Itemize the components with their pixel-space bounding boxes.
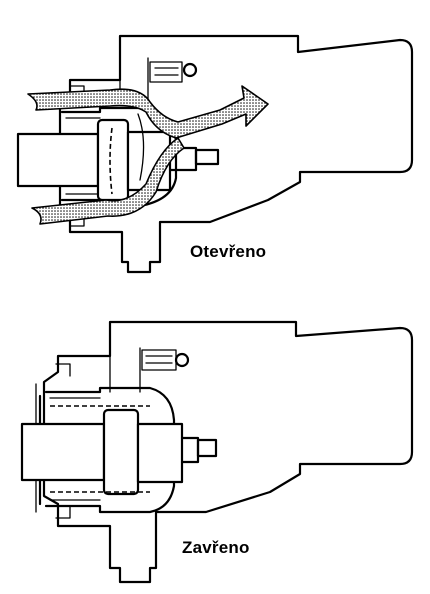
plunger-closed bbox=[20, 422, 106, 482]
pin-circle-open bbox=[182, 62, 198, 78]
flow-arrow-lower bbox=[31, 137, 185, 225]
label-closed: Zavřeno bbox=[182, 538, 250, 557]
plunger-open bbox=[16, 132, 100, 188]
housing-open bbox=[58, 34, 414, 274]
label-open: Otevřeno bbox=[190, 242, 267, 261]
pin-circle-closed bbox=[174, 352, 190, 368]
valve-open-section bbox=[16, 34, 414, 274]
valve-closed-section bbox=[20, 320, 414, 584]
housing-closed bbox=[42, 320, 414, 584]
flow-arrow-upper bbox=[27, 85, 269, 139]
